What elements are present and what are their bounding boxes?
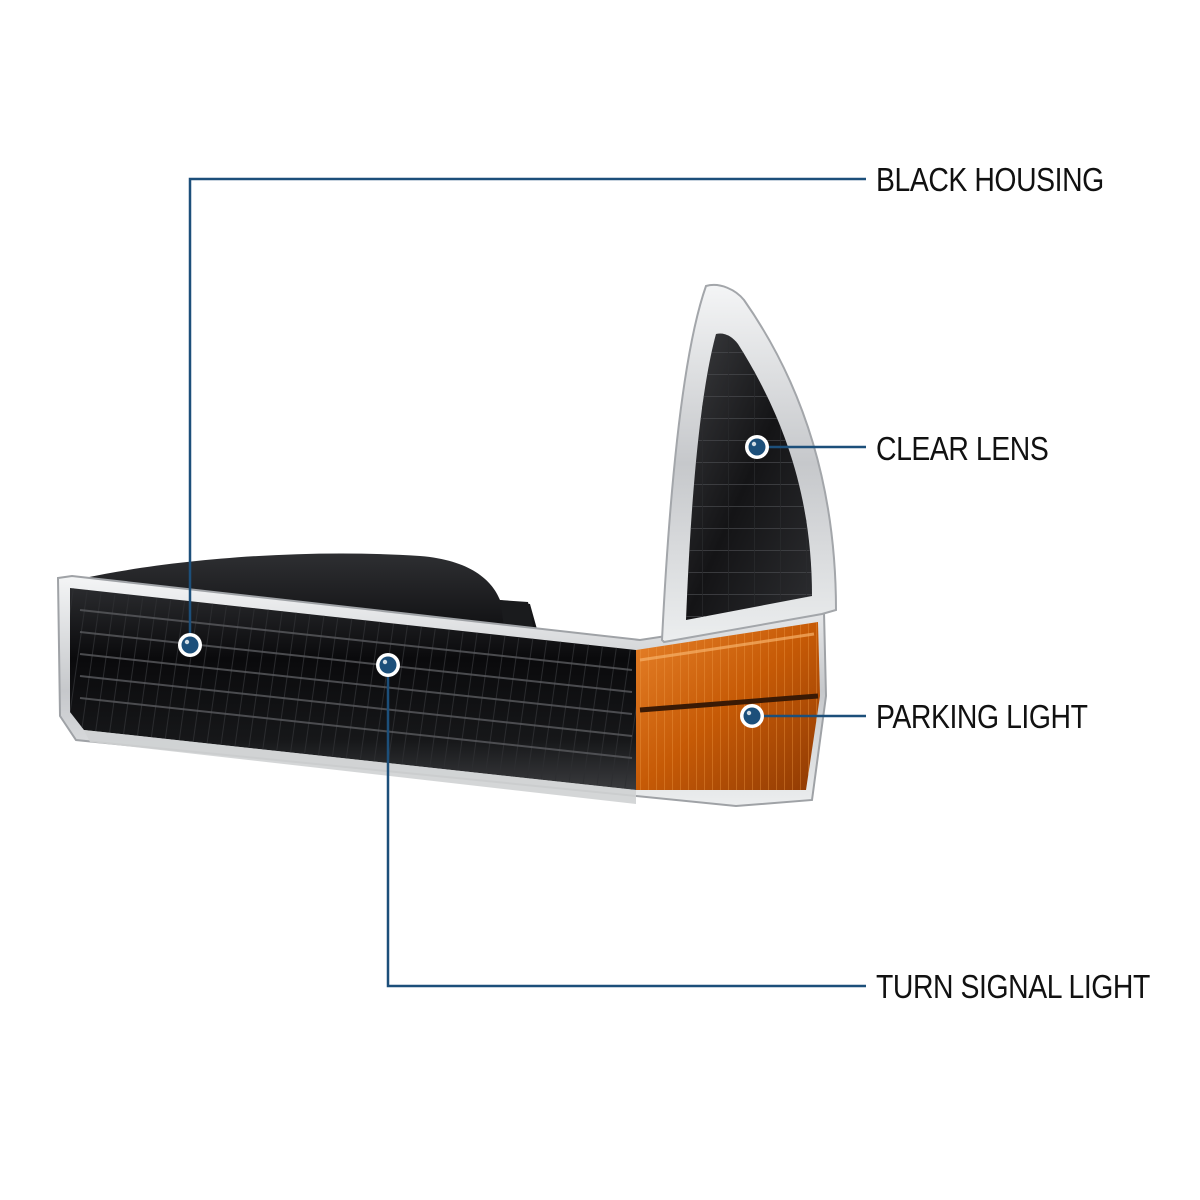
- amber-lens-divider: [639, 693, 819, 713]
- housing-highlights: [79, 609, 633, 759]
- marker-turn-signal-light: [376, 653, 400, 677]
- marker-black-housing: [178, 633, 202, 657]
- leader-lines: [188, 177, 866, 988]
- leader-line-turn-signal: [386, 665, 866, 988]
- amber-lens-highlight: [639, 632, 815, 662]
- callout-label-clear-lens: CLEAR LENS: [876, 430, 1049, 467]
- amber-lens-texture: [636, 622, 820, 790]
- housing-lower-reflection: [84, 730, 636, 804]
- corner-lens-texture: [686, 333, 812, 620]
- callout-label-turn-signal-light: TURN SIGNAL LIGHT: [876, 968, 1150, 1005]
- marker-clear-lens: [745, 435, 769, 459]
- housing-rib-texture: [70, 588, 636, 790]
- callout-label-black-housing: BLACK HOUSING: [876, 161, 1104, 198]
- leader-line-black-housing: [188, 177, 866, 645]
- callout-label-parking-light: PARKING LIGHT: [876, 698, 1088, 735]
- marker-parking-light: [740, 704, 764, 728]
